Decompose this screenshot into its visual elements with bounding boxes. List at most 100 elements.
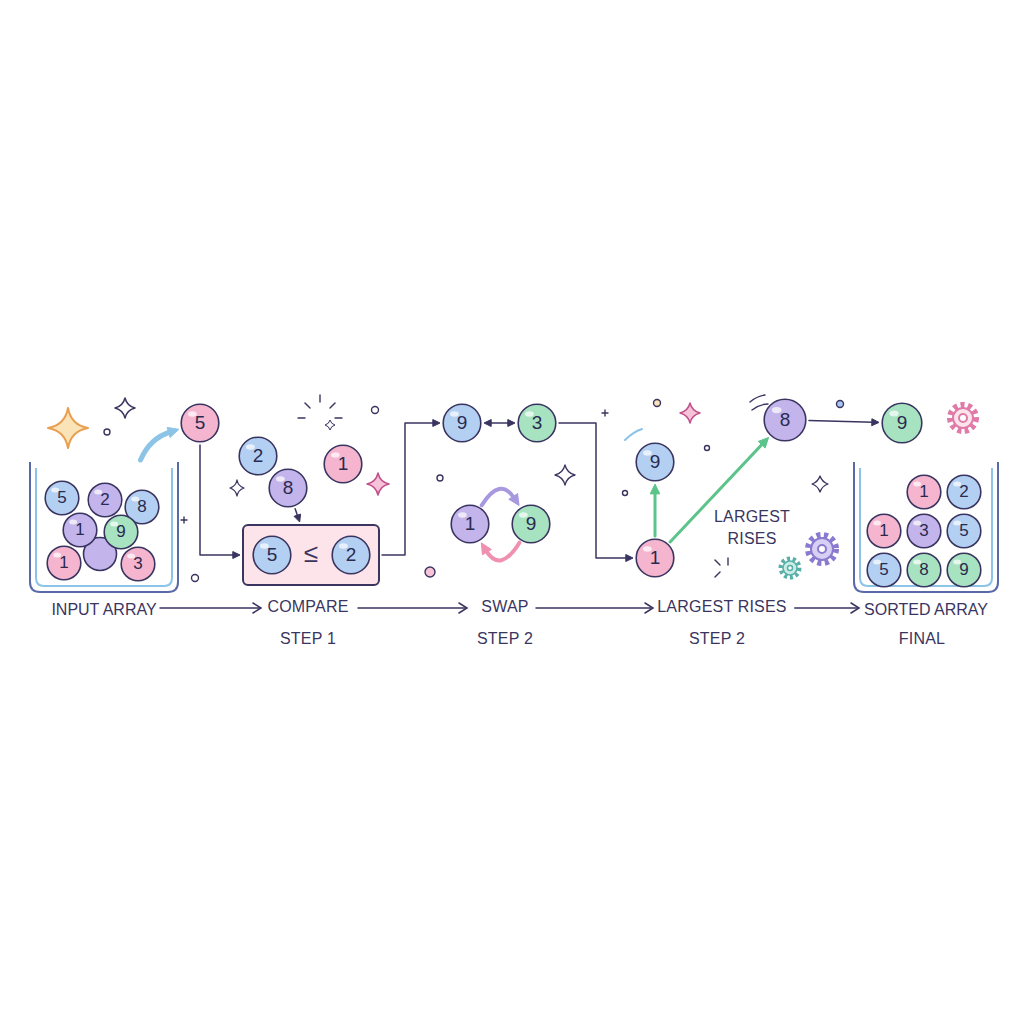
number-ball: 1: [62, 512, 98, 548]
number-ball: 3: [517, 403, 557, 443]
basket-outer: [854, 462, 998, 592]
connector-line: [654, 492, 657, 536]
ball-number: 9: [881, 402, 923, 444]
number-ball: 5: [866, 552, 902, 588]
ball-number: 8: [906, 552, 942, 588]
connector: [650, 484, 660, 536]
ball-number: 1: [866, 513, 902, 549]
arrow-head: [484, 420, 491, 427]
arrow-head: [758, 437, 768, 447]
connector: [484, 420, 515, 427]
flow-arrows: [160, 603, 653, 613]
ball-number: 1: [46, 545, 82, 581]
arrow-head: [508, 420, 515, 427]
ball-number: 9: [635, 442, 675, 482]
flow-arrow: [795, 603, 859, 613]
ball-number: 3: [517, 403, 557, 443]
step-label: FINAL: [872, 630, 972, 648]
basket-outer: [30, 462, 178, 592]
ball-number: 1: [62, 512, 98, 548]
flow-line: [795, 607, 858, 609]
compare-symbol: ≤: [304, 538, 318, 569]
number-ball: 3: [120, 546, 156, 582]
compare-box: ≤52: [242, 524, 380, 586]
number-ball: 2: [946, 474, 982, 510]
connector: [559, 423, 633, 561]
arrow-head: [167, 427, 179, 437]
number-ball: 3: [906, 513, 942, 549]
ball-number: 1: [450, 504, 490, 544]
number-ball: 1: [635, 538, 675, 578]
arrow-head: [650, 484, 660, 494]
number-ball: 9: [881, 402, 923, 444]
arrow-head: [626, 555, 633, 562]
connector: [294, 509, 301, 522]
connector-line: [140, 432, 170, 460]
number-ball: 2: [87, 482, 123, 518]
ball-number: 5: [946, 513, 982, 549]
step-label: SWAP: [450, 598, 560, 616]
connector-line: [482, 489, 515, 506]
number-ball: 9: [103, 514, 139, 550]
ball-number: 8: [268, 468, 308, 508]
ball-number: 3: [120, 546, 156, 582]
flow-head: [851, 603, 859, 613]
step-label: STEP 1: [258, 630, 358, 648]
ball-number: 5: [44, 480, 80, 516]
arrow-head: [433, 420, 440, 427]
step-label: STEP 2: [455, 630, 555, 648]
ball-number: 9: [946, 552, 982, 588]
ball-number: 9: [442, 403, 482, 443]
sparkles: [48, 398, 828, 496]
ball-number: 2: [331, 535, 371, 575]
number-ball: 1: [323, 444, 363, 484]
number-ball: 1: [46, 545, 82, 581]
step-label: STEP 2: [667, 630, 767, 648]
number-ball: 9: [511, 504, 551, 544]
number-ball: 1: [866, 513, 902, 549]
number-ball: 8: [268, 468, 308, 508]
number-ball: 9: [946, 552, 982, 588]
connector-line: [382, 423, 434, 555]
arrow-head: [233, 552, 240, 559]
number-ball: 9: [442, 403, 482, 443]
connector: [481, 543, 519, 561]
number-ball: 1: [450, 504, 490, 544]
connector-line: [559, 423, 627, 558]
ball-number: 2: [238, 436, 278, 476]
connector: [140, 427, 178, 460]
arrow-head: [294, 514, 301, 522]
connector: [200, 445, 240, 558]
ball-number: 5: [866, 552, 902, 588]
connector: [670, 437, 768, 542]
callout-text: LARGEST RISES: [706, 506, 798, 550]
ball-number: 1: [635, 538, 675, 578]
ball-number: 9: [103, 514, 139, 550]
connector-line: [809, 421, 873, 423]
number-ball: 1: [906, 474, 942, 510]
array-label: INPUT ARRAY: [51, 601, 156, 619]
connector: [382, 420, 440, 555]
number-ball: 2: [238, 436, 278, 476]
connector: [482, 489, 519, 506]
arrow-head: [481, 543, 491, 555]
dots: [104, 400, 844, 582]
ball-number: 3: [906, 513, 942, 549]
number-ball: 5: [180, 403, 220, 443]
arrow-head: [509, 494, 519, 506]
number-ball: 5: [44, 480, 80, 516]
number-ball: 8: [763, 398, 807, 442]
number-ball: 2: [331, 535, 371, 575]
step-label: COMPARE: [238, 598, 378, 616]
number-ball: 9: [635, 442, 675, 482]
array-basket: INPUT ARRAY5281913: [28, 462, 180, 627]
burst-lines: [181, 395, 768, 577]
connector-line: [200, 445, 234, 555]
number-ball: 5: [946, 513, 982, 549]
connector: [809, 419, 879, 426]
connector-line: [486, 543, 520, 561]
array-label: SORTED ARRAY: [864, 601, 988, 619]
ball-number: 1: [323, 444, 363, 484]
ball-number: 1: [906, 474, 942, 510]
